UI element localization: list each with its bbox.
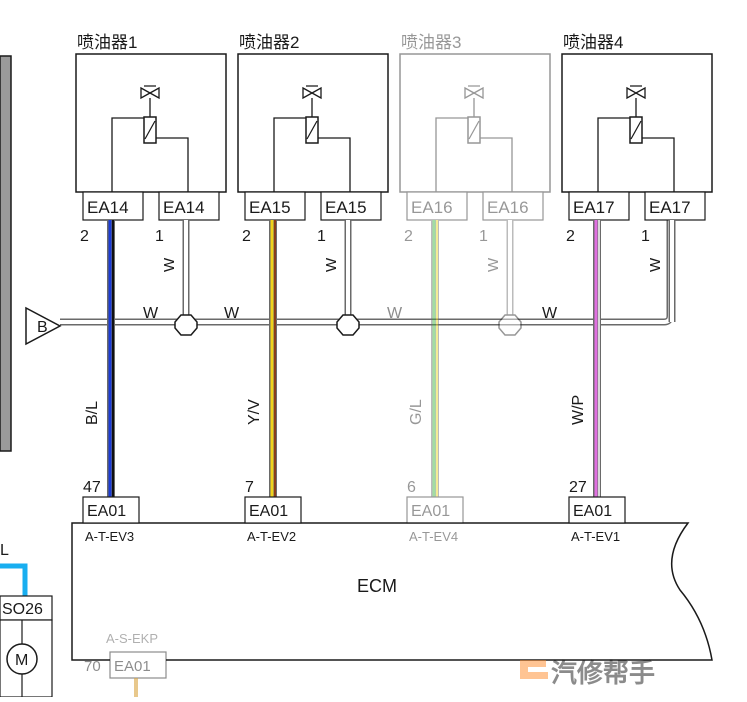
injector-box [399,53,551,193]
signal-wire-label: B/L [84,401,101,425]
injector-internal-wiring [435,117,513,192]
ecm-connector [244,496,302,524]
solenoid-slash [144,120,156,140]
valve-icon [302,85,322,100]
ecm-pin-number: 27 [569,479,587,496]
injector-connector [406,191,468,221]
pin-number: 2 [566,228,575,245]
injector-label: 喷油器2 [239,33,299,52]
injector-label: 喷油器4 [563,33,623,52]
pin-number: 2 [242,228,251,245]
so26-label: SO26 [2,601,43,618]
injector-connector [82,191,144,221]
ecm-pin-number: 47 [83,479,101,496]
connector-label: EA15 [325,198,367,217]
ecm-label: ECM [357,576,397,596]
feed-wire-label: W [647,257,664,272]
solenoid-icon [467,116,481,144]
injector-internal-wiring [273,117,351,192]
watermark-brand: 汽修帮手 [551,658,655,688]
splice-node-icon [336,314,360,336]
bus-segment-label: W [542,305,558,322]
ecm-connector [568,496,626,524]
connector-label: EA14 [87,198,129,217]
ecm-connector-label: EA01 [573,503,612,520]
solenoid-slash [468,120,480,140]
pin-number: 1 [155,228,164,245]
ecm-module [71,522,713,661]
injector-label: 喷油器3 [401,33,461,52]
injector-connector [244,191,306,221]
connector-label: EA15 [249,198,291,217]
ecm-connector-label: EA01 [411,503,450,520]
ecm-bottom-conn-label: EA01 [114,658,151,675]
motor-symbol: M [15,652,28,669]
signal-wire-label: Y/V [246,399,263,425]
valve-icon [464,85,484,100]
left-module-block [0,55,12,452]
bus-arrow: B [25,306,62,346]
connector-label: EA17 [573,198,615,217]
feed-wire-label: W [485,257,502,272]
connector-label: EA14 [163,198,205,217]
connector-label: EA17 [649,198,691,217]
pin-number: 1 [479,228,488,245]
splice-node-icon [174,314,198,336]
signal-wire-label: G/L [408,399,425,425]
injector-box [237,53,389,193]
pin-number: 2 [80,228,89,245]
ecm-signal-name: A-T-EV2 [247,529,296,544]
splice-node-icon [498,314,522,336]
watermark: 汽修帮手 [520,658,655,688]
valve-icon [626,85,646,100]
injector-connector [568,191,630,221]
ecm-bottom-pin: 70 [84,658,101,675]
solenoid-slash [630,120,642,140]
injector-label: 喷油器1 [77,33,137,52]
solenoid-slash [306,120,318,140]
feed-wire-label: W [323,257,340,272]
pin-number: 2 [404,228,413,245]
injector-connector [482,191,544,221]
connector-label: EA16 [487,198,529,217]
feed-wire-label: W [161,257,178,272]
connector-label: EA16 [411,198,453,217]
bus-segment-label: W [224,305,240,322]
so26-connector [0,595,53,621]
ecm-connector [406,496,464,524]
ecm-signal-name: A-T-EV4 [409,529,458,544]
ecm-signal-name: A-T-EV3 [85,529,134,544]
injector-connector [320,191,382,221]
bus-segment-label: W [143,305,159,322]
ecm-bottom-connector [109,651,167,679]
ecm-pin-number: 7 [245,479,254,496]
left-wire-label: L [0,542,9,559]
signal-wire-label: W/P [570,395,587,425]
pin-number: 1 [317,228,326,245]
left-blue-wire [0,563,28,597]
ecm-signal-name: A-T-EV1 [571,529,620,544]
ecm-pin-number: 6 [407,479,416,496]
bus-label: B [37,319,48,336]
pin-number: 1 [641,228,650,245]
bus-segment-label: W [387,305,403,322]
ecm-connector-label: EA01 [249,503,288,520]
ecm-connector-label: EA01 [87,503,126,520]
valve-icon [140,85,160,100]
ecm-bottom-signal: A-S-EKP [106,631,158,646]
injector-internal-wiring [111,117,189,192]
ecm-connector [82,496,140,524]
injector-internal-wiring [597,117,675,192]
